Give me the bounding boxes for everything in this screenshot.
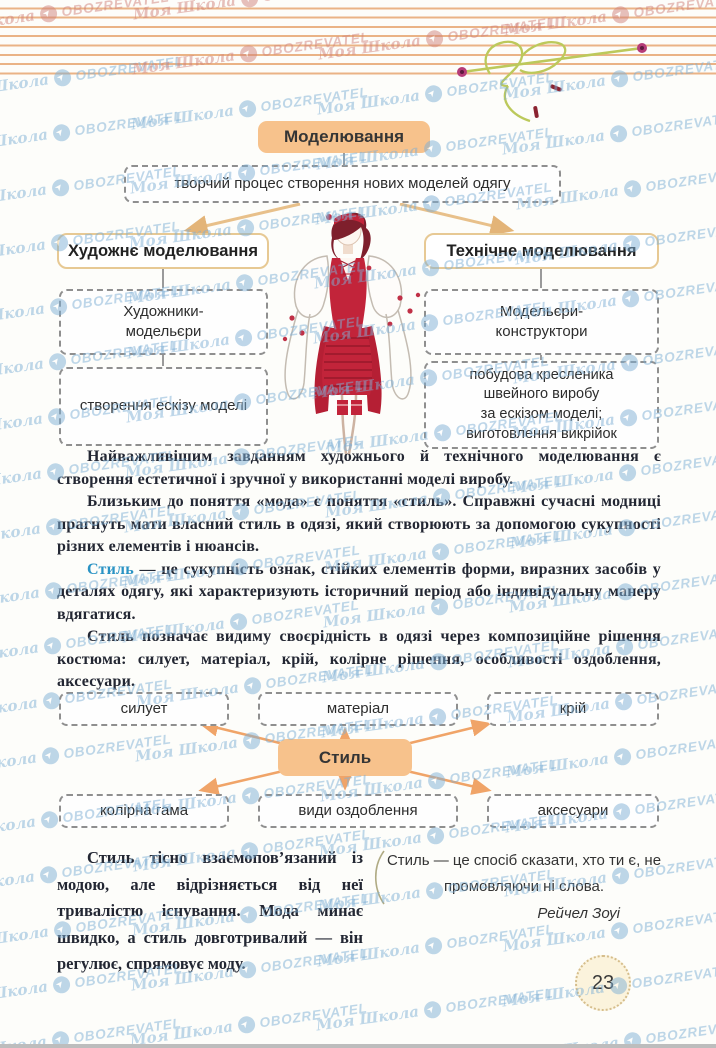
technical-modeling-header: Технічне моделювання (424, 233, 659, 269)
decorative-ruled-lines (0, 0, 716, 80)
closing-text: Стиль тісно взаємопов’язаний із модою, а… (57, 845, 363, 978)
quote-text: Стиль — це спосіб сказати, хто ти є, не … (386, 852, 662, 895)
body-text: Найважливішим завданням художнього й тех… (57, 446, 661, 694)
paragraph-style-definition: Стиль — це сукупність ознак, стійких еле… (57, 559, 661, 627)
quote-author: Рейчел Зоуі (537, 905, 620, 922)
style-center-box: Стиль (278, 739, 412, 776)
style-color-scheme-box: колірна гама (59, 794, 229, 828)
quote-brace (374, 850, 385, 905)
modeling-title-box: Моделювання (258, 121, 430, 153)
style-term: Стиль (87, 560, 134, 578)
page-bottom-edge (0, 1044, 716, 1048)
style-decoration-box: види оздоблення (258, 794, 458, 828)
style-cut-box: крій (487, 692, 659, 726)
needle-thread-doodle-illustration (457, 40, 647, 123)
closing-paragraph: Стиль тісно взаємопов’язаний із модою, а… (57, 848, 363, 973)
paragraph-2: Близьким до поняття «мода» є поняття «ст… (57, 493, 661, 555)
style-quote: Стиль — це спосіб сказати, хто ти є, не … (386, 848, 662, 927)
technical-modeling-who-box: Модельєри- конструктори (424, 289, 659, 355)
artistic-modeling-who-box: Художники- модельєри (59, 289, 268, 355)
artistic-modeling-what-box: створення ескізу моделі (59, 367, 268, 446)
style-material-box: матеріал (258, 692, 458, 726)
modeling-definition-box: творчий процес створення нових моделей о… (124, 165, 561, 203)
style-accessories-box: аксесуари (487, 794, 659, 828)
fashion-model-sketch-illustration (282, 212, 421, 455)
style-definition-text: — це сукупність ознак, стійких елементів… (57, 560, 661, 623)
technical-modeling-what-box: побудова кресленика швейного виробу за е… (424, 361, 659, 449)
paragraph-4: Стиль позначає видиму своєрідність в одя… (57, 628, 661, 690)
paragraph-1: Найважливішим завданням художнього й тех… (57, 448, 661, 488)
page-number: 23 (575, 955, 631, 1011)
style-silhouette-box: силует (59, 692, 229, 726)
artistic-modeling-header: Художнє моделювання (57, 233, 269, 269)
